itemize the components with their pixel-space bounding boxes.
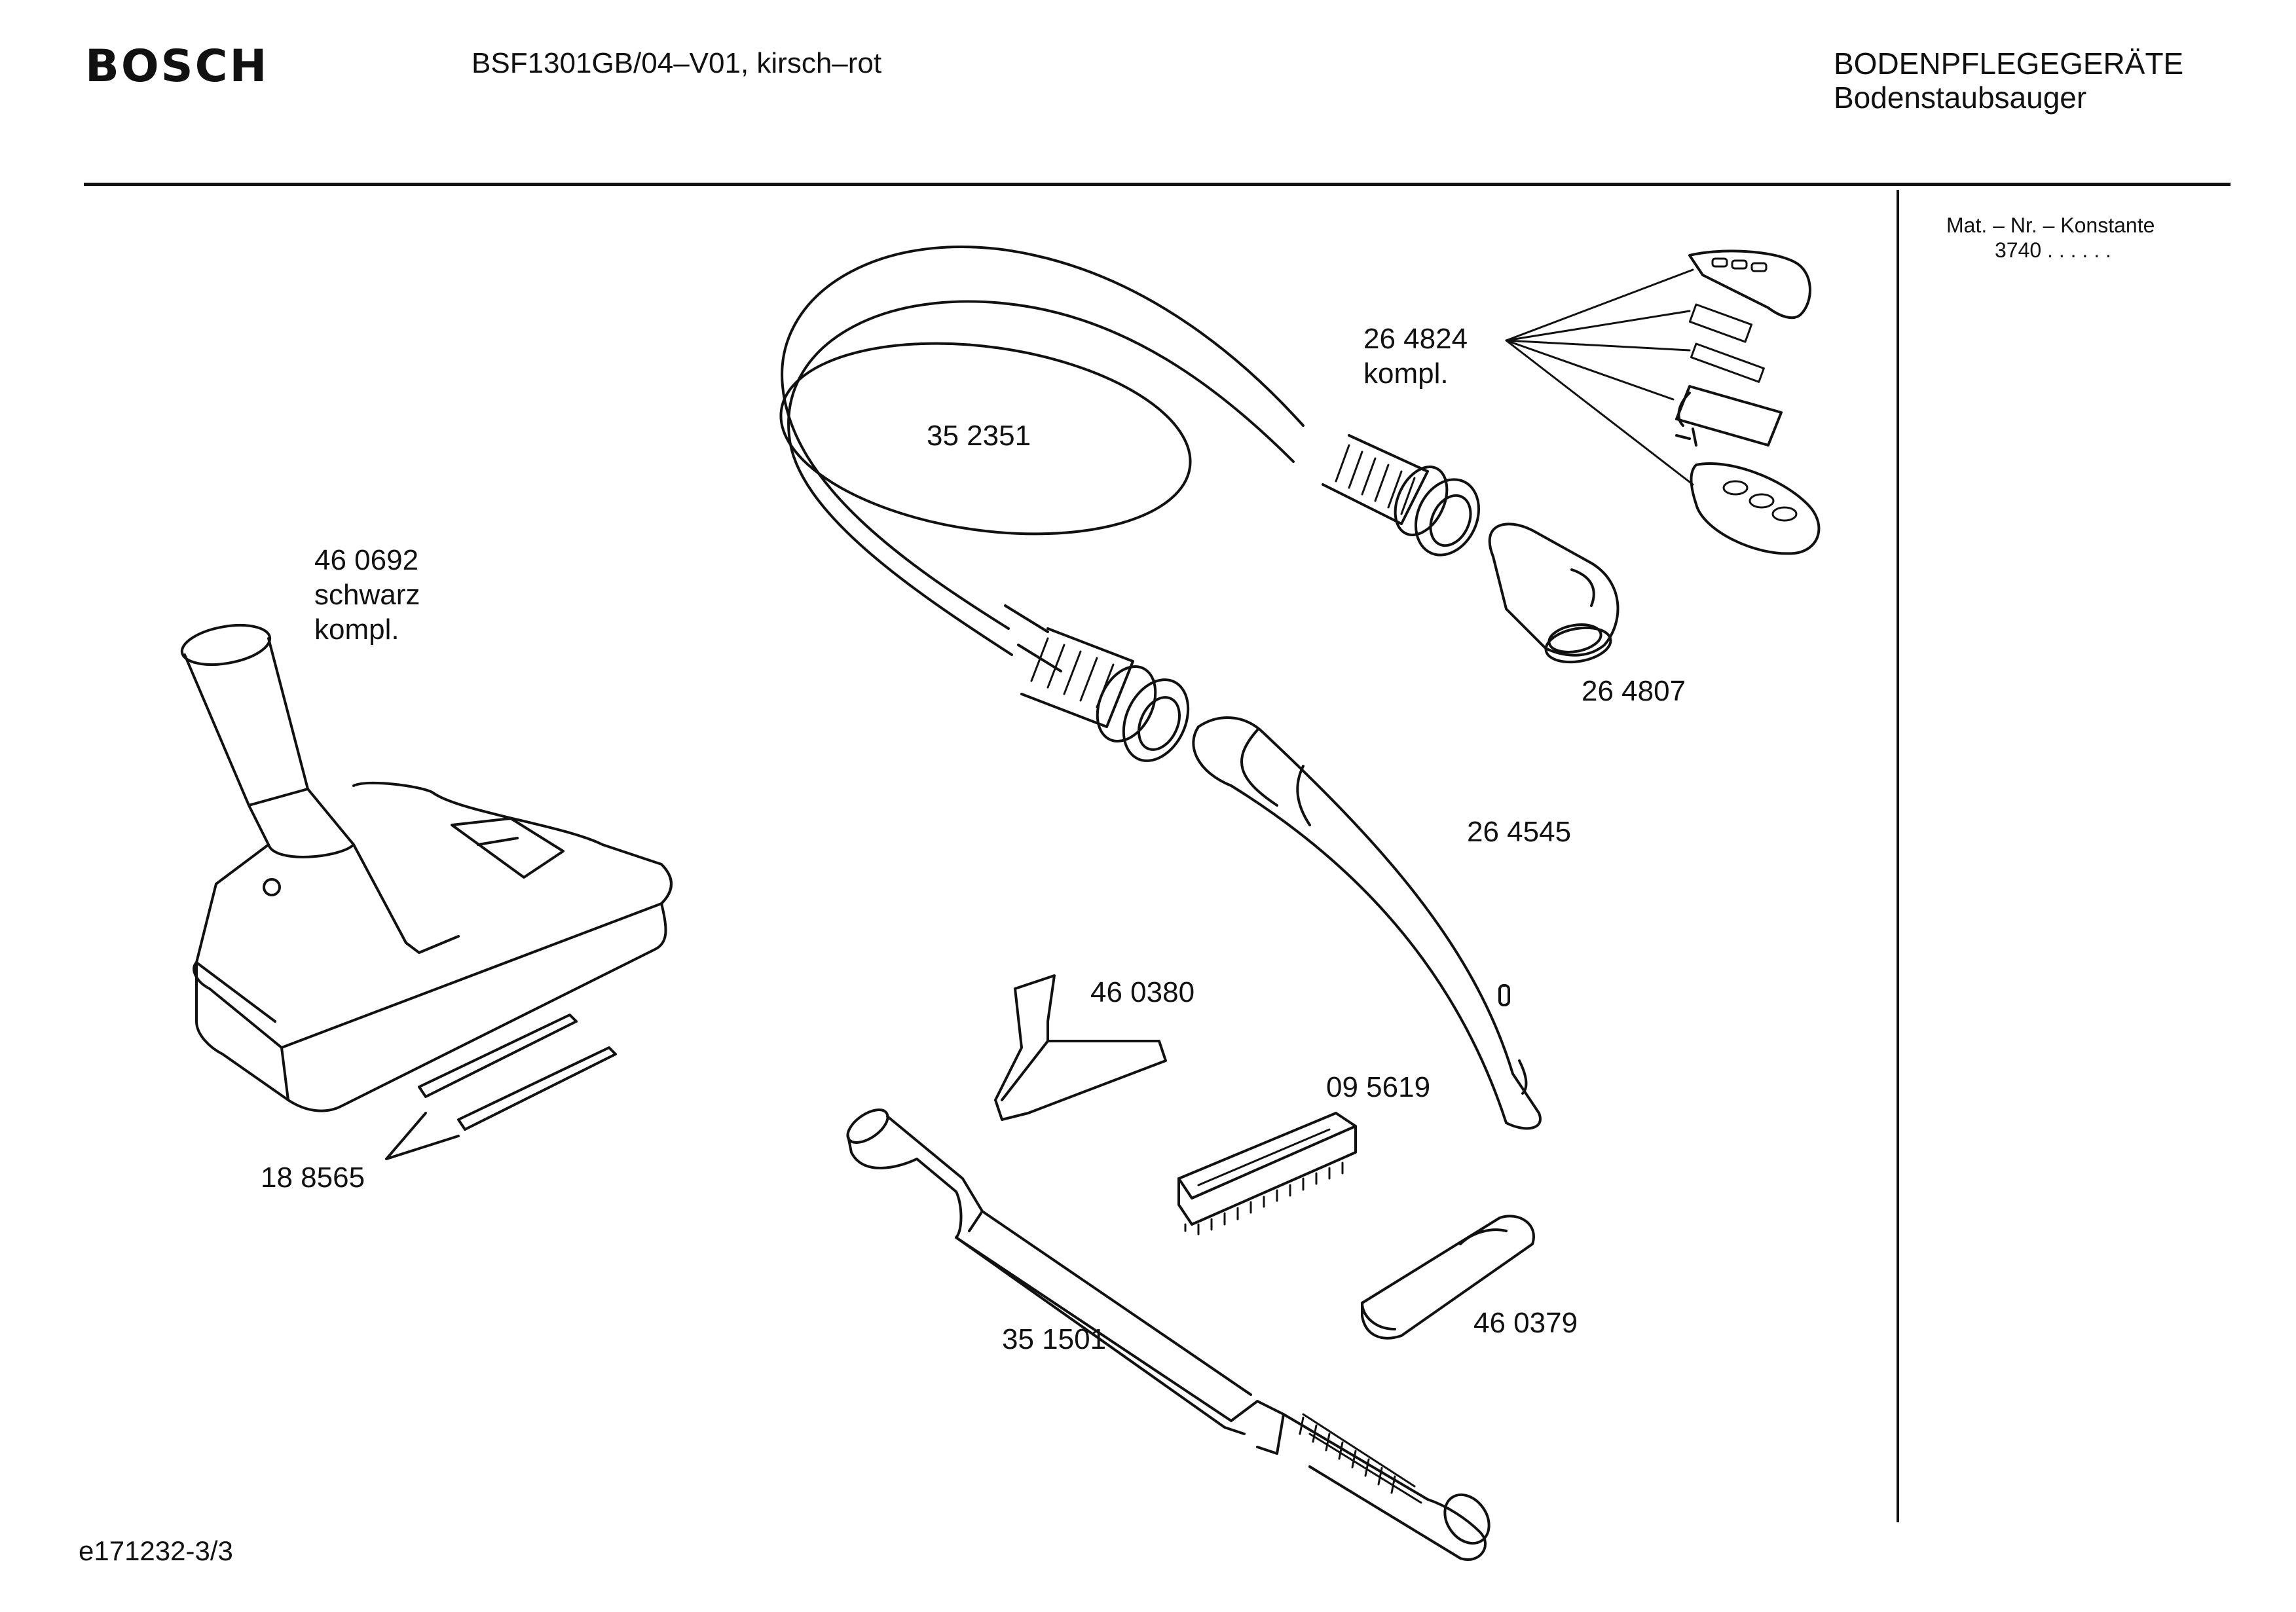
mat-number-value: 3740 . . . . . .	[1995, 238, 2111, 262]
part-label-264545: 26 4545	[1467, 816, 1572, 848]
part-label-188565: 18 8565	[261, 1162, 365, 1194]
hose-connector-upper	[1322, 434, 1481, 557]
subcategory-title: Bodenstaubsauger	[1834, 81, 2087, 115]
sidebar-divider	[1897, 190, 1899, 1522]
handle-tube	[1192, 716, 1542, 1130]
nozzle-blades	[385, 1014, 617, 1160]
category-title: BODENPFLEGEGERÄTE	[1834, 46, 2184, 81]
drawing-code: e171232-3/3	[79, 1535, 233, 1566]
telescopic-tube	[846, 1108, 1491, 1561]
part-label-264807: 26 4807	[1582, 675, 1686, 707]
part-label-095619: 09 5619	[1326, 1071, 1431, 1103]
floor-nozzle	[180, 624, 673, 1112]
accessory-leader-lines	[1505, 268, 1694, 486]
accessory-set	[1675, 249, 1821, 555]
part-label-352351: 35 2351	[927, 420, 1031, 452]
upholstery-nozzle	[994, 974, 1167, 1121]
part-label-351501: 35 1501	[1002, 1323, 1107, 1355]
header-divider	[84, 183, 2231, 186]
crevice-nozzle	[1361, 1215, 1535, 1340]
elbow-adapter	[1488, 522, 1620, 664]
model-number: BSF1301GB/04–V01, kirsch–rot	[472, 47, 882, 79]
part-label-460380: 46 0380	[1090, 976, 1195, 1008]
dusting-brush	[1177, 1112, 1357, 1236]
part-label-460379: 46 0379	[1473, 1307, 1578, 1339]
brand-logo: BOSCH	[85, 41, 269, 92]
hose-coil-illustration	[779, 246, 1305, 672]
mat-number-label: Mat. – Nr. – Konstante	[1946, 213, 2155, 237]
hose-connector-lower	[1020, 627, 1190, 762]
